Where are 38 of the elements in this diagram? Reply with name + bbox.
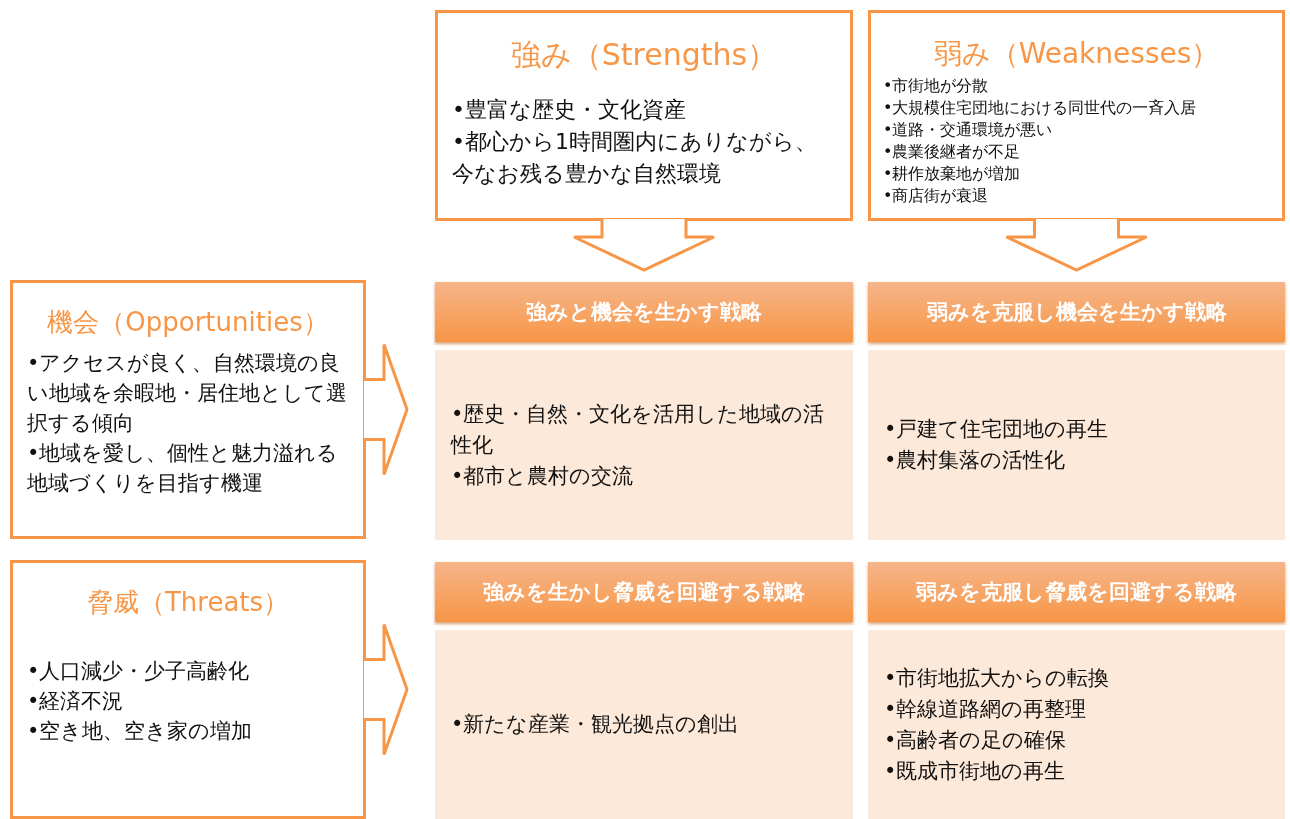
bullet-item: •大規模住宅団地における同世代の一斉入居 — [883, 97, 1198, 119]
box-title: 脅威（Threats） — [85, 586, 291, 619]
bullet-item: •既成市街地の再生 — [884, 757, 1067, 785]
strategy-header: 強みを生かし脅威を回避する戦略 — [435, 562, 853, 622]
box-title: 強み（Strengths） — [509, 36, 779, 74]
bullet-item: •アクセスが良く、自然環境の良い地域を余暇地・居住地として選択する傾向 — [27, 350, 348, 437]
bullet-item: •歴史・自然・文化を活用した地域の活性化 — [451, 400, 826, 459]
box-title: 弱み（Weaknesses） — [932, 36, 1221, 72]
swot-box — [10, 280, 366, 539]
box-title: 機会（Opportunities） — [46, 306, 330, 339]
block-arrow — [362, 623, 409, 756]
bullet-item: •新たな産業・観光拠点の創出 — [451, 711, 741, 738]
block-arrow — [1005, 217, 1148, 272]
strategy-header: 強みと機会を生かす戦略 — [435, 282, 853, 342]
block-arrow — [572, 217, 716, 272]
bullet-item: •戸建て住宅団地の再生 — [884, 416, 1110, 443]
bullet-item: •豊富な歴史・文化資産 — [452, 96, 687, 124]
block-arrow — [362, 343, 409, 476]
bullet-item: •地域を愛し、個性と魅力溢れる地域づくりを目指す機運 — [27, 440, 340, 497]
strategy-header: 弱みを克服し機会を生かす戦略 — [868, 282, 1285, 342]
bullet-item: •商店街が衰退 — [883, 185, 990, 207]
bullet-item: •高齢者の足の確保 — [884, 726, 1068, 754]
bullet-item: •市街地が分散 — [883, 75, 990, 97]
bullet-item: •都心から1時間圏内にありながら、今なお残る豊かな自然環境 — [452, 128, 818, 188]
strategy-header: 弱みを克服し脅威を回避する戦略 — [868, 562, 1285, 622]
bullet-item: •幹線道路網の再整理 — [884, 695, 1088, 723]
bullet-item: •経済不況 — [27, 688, 125, 715]
bullet-item: •農業後継者が不足 — [883, 141, 1022, 163]
swot-box — [435, 10, 853, 221]
swot-box — [868, 10, 1285, 221]
bullet-item: •耕作放棄地が増加 — [883, 163, 1022, 185]
bullet-item: •空き地、空き家の増加 — [27, 718, 254, 745]
bullet-item: •道路・交通環境が悪い — [883, 119, 1054, 141]
bullet-item: •都市と農村の交流 — [451, 462, 635, 490]
bullet-item: •農村集落の活性化 — [884, 447, 1067, 474]
bullet-item: •人口減少・少子高齢化 — [27, 658, 251, 685]
bullet-item: •市街地拡大からの転換 — [884, 664, 1111, 692]
swot-box — [10, 560, 366, 819]
